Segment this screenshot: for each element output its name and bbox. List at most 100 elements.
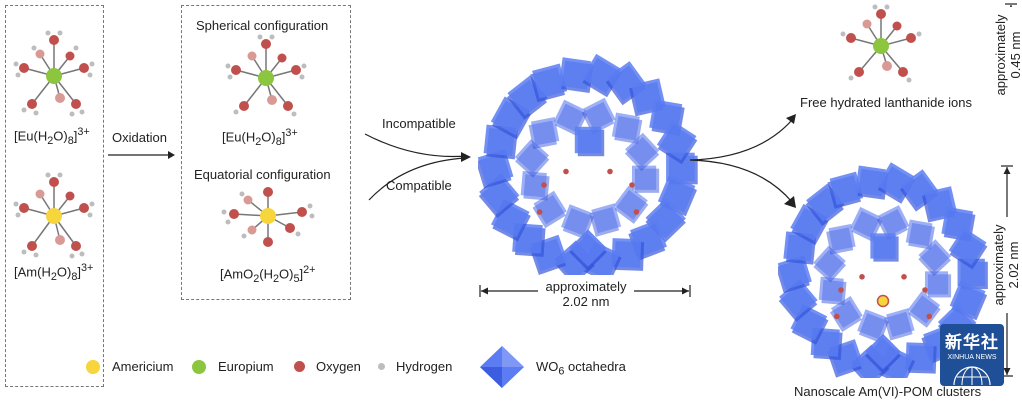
wo6-octahedron-swatch — [480, 346, 524, 388]
amo2-formula: [AmO2(H2O)5]2+ — [220, 264, 315, 285]
formula-sub: 6 — [558, 365, 565, 378]
am-pom-caption: Nanoscale Am(VI)-POM clusters — [794, 384, 982, 399]
oxygen-atom — [541, 182, 547, 188]
wo6-octahedron — [948, 227, 988, 270]
wo6-octahedron — [529, 63, 568, 103]
incompatible-arrow — [364, 133, 468, 158]
wo6-octahedron — [778, 255, 812, 294]
am-pom-cluster — [778, 162, 988, 378]
wo6-octahedron — [907, 291, 941, 328]
formula-part: ] — [77, 264, 81, 280]
amo2-equatorial-complex — [221, 187, 315, 247]
eu-spherical-complex — [225, 34, 307, 117]
wo6-octahedron — [611, 112, 643, 145]
formula-part: O) — [261, 129, 276, 145]
dimension-text: 2.02 nm — [562, 294, 610, 309]
wo6-octahedron — [589, 203, 622, 237]
legend-europium: Europium — [218, 359, 274, 374]
formula-part: octahedra — [564, 359, 626, 374]
wo6-octahedron — [581, 97, 616, 135]
formula-sub: 2 — [255, 135, 262, 148]
formula-part: [Eu(H — [14, 128, 48, 144]
formula-sub: 5 — [293, 272, 300, 285]
wo6-octahedron — [855, 165, 889, 200]
wo6-octahedron — [884, 308, 915, 341]
formula-sub: 8 — [71, 270, 78, 283]
eu-aqua-complex-left — [13, 30, 95, 117]
middle-panel-box — [181, 5, 351, 300]
wo6-octahedron — [850, 206, 883, 242]
formula-part: (H — [259, 266, 273, 282]
formula-part: O) — [56, 264, 72, 280]
wo6-octahedron — [656, 120, 698, 165]
formula-part: O) — [279, 266, 294, 282]
oxygen-atom — [838, 287, 844, 293]
wo6-octahedron — [574, 126, 605, 157]
formula-part: [Eu(H — [222, 129, 256, 145]
formula-part: WO — [536, 359, 559, 374]
dimension-text: 2.02 nm — [1006, 241, 1021, 289]
formula-part: [AmO — [220, 266, 254, 282]
center-dimension-label: approximately 2.02 nm — [538, 279, 634, 309]
free-ions-dimension-label: approximately 0.45 nm — [993, 7, 1022, 103]
wo6-octahedron — [532, 190, 567, 229]
oxygen-atom — [607, 168, 613, 175]
formula-part: [Am(H — [14, 264, 51, 280]
wo6-octahedron — [905, 219, 935, 250]
oxygen-swatch — [294, 361, 305, 372]
wo6-octahedron — [818, 276, 847, 305]
incompatible-label: Incompatible — [382, 116, 456, 131]
wo6-octahedron — [827, 171, 864, 209]
wo6-octahedron — [520, 171, 550, 201]
formula-sub: 2 — [50, 270, 57, 283]
wo6-octahedron — [624, 132, 660, 172]
oxygen-atom — [834, 313, 840, 320]
formula-sup: 2+ — [303, 264, 316, 276]
wo6-octahedron — [514, 139, 550, 178]
formula-sup: 3+ — [77, 126, 90, 138]
left-panel-box — [5, 5, 104, 387]
wo6-octahedron — [918, 239, 952, 277]
arrow-head — [461, 152, 471, 162]
wo6-octahedron — [569, 229, 607, 271]
formula-part: O) — [53, 128, 68, 144]
oxygen-atom — [629, 182, 635, 188]
dimension-text: approximately — [545, 279, 627, 294]
dimension-text: approximately — [991, 224, 1006, 306]
to-am-pom-arrow — [689, 159, 793, 203]
oxidation-arrow — [108, 151, 175, 159]
eu-spherical-formula: [Eu(H2O)8]3+ — [222, 127, 298, 148]
xinhua-watermark-logo: 新华社 XINHUA NEWS — [940, 324, 1004, 386]
eu-aqua-formula-left: [Eu(H2O)8]3+ — [14, 126, 90, 147]
wo6-octahedron — [924, 271, 952, 298]
formula-sub: 8 — [67, 134, 74, 147]
formula-part: ] — [73, 128, 78, 144]
wo6-octahedron — [613, 185, 649, 224]
oxygen-atom — [926, 313, 932, 320]
wo6-octahedron — [528, 117, 560, 149]
wo6-octahedron — [826, 223, 856, 255]
americium-swatch — [86, 360, 100, 374]
to-free-ions-arrow — [689, 119, 793, 161]
center-pom-cluster — [478, 53, 698, 275]
formula-sub: 2 — [272, 272, 280, 285]
oxygen-atom — [536, 209, 543, 215]
wo6-octahedron — [870, 233, 899, 262]
dimension-text: approximately — [993, 14, 1008, 96]
center-dimension-line — [479, 285, 691, 297]
spherical-config-title: Spherical configuration — [196, 18, 329, 33]
compatible-arrow — [368, 157, 466, 201]
wo6-octahedron — [877, 205, 910, 241]
legend: Americium Europium Oxygen Hydrogen WO6 o… — [80, 346, 640, 388]
formula-part: ] — [281, 129, 286, 145]
formula-sup: 3+ — [80, 262, 94, 274]
equatorial-config-title: Equatorial configuration — [194, 167, 331, 182]
wo6-octahedron — [813, 245, 847, 283]
formula-sub: 8 — [275, 135, 282, 148]
am-aqua-formula-left: [Am(H2O)8]3+ — [14, 262, 93, 283]
free-ions-caption: Free hydrated lanthanide ions — [800, 95, 973, 110]
oxygen-atom — [901, 274, 907, 280]
oxygen-atom — [859, 274, 865, 280]
compatibility-arrows — [364, 133, 471, 201]
oxygen-atom — [922, 287, 928, 293]
